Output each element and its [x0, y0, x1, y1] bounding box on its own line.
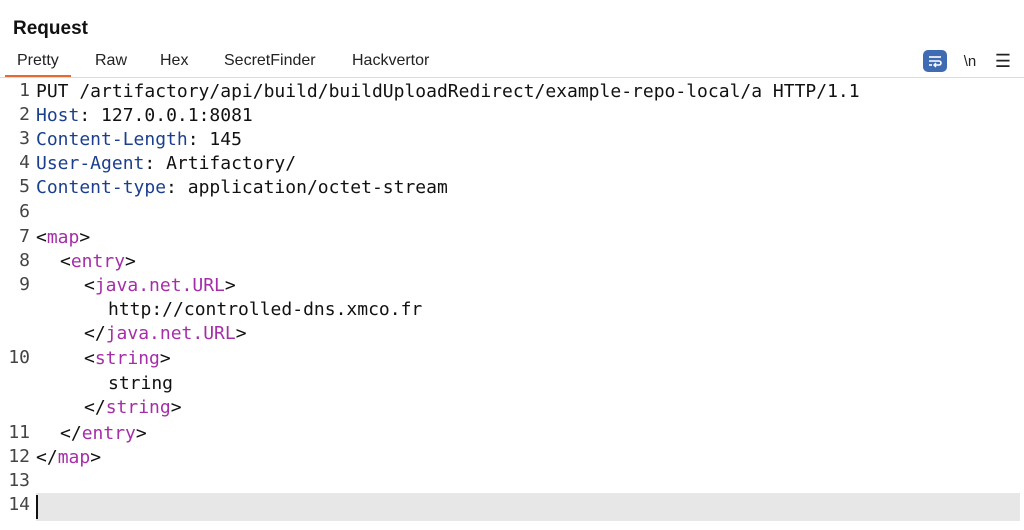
xml-string-close: </string> [84, 396, 182, 420]
header-value: 145 [209, 129, 242, 150]
xml-bracket: > [224, 275, 236, 296]
xml-bracket: > [170, 397, 182, 418]
xml-map-open: <map> [36, 226, 90, 250]
xml-bracket: < [84, 275, 95, 296]
header-name: Content-type [36, 177, 167, 198]
header-separator: : [144, 153, 167, 174]
xml-bracket: < [60, 251, 71, 272]
header-value: application/octet-stream [187, 177, 448, 198]
line-number: 7 [19, 226, 30, 247]
xml-bracket: </ [84, 323, 106, 344]
header-name: Content-Length [36, 129, 188, 150]
line-number: 3 [19, 128, 30, 149]
text-caret [36, 495, 38, 519]
xml-tag-name: string [105, 397, 171, 418]
line-number: 2 [19, 104, 30, 125]
line-number: 6 [19, 201, 30, 222]
xml-tag-name: entry [70, 251, 126, 272]
xml-url-value: http://controlled-dns.xmco.fr [108, 299, 423, 320]
hamburger-menu-icon[interactable]: ☰ [994, 50, 1012, 71]
tab-hex[interactable]: Hex [160, 52, 189, 69]
xml-tag-name: entry [81, 423, 136, 444]
xml-bracket: </ [84, 397, 106, 418]
line-number: 11 [8, 422, 30, 443]
header-value: 127.0.0.1:8081 [101, 105, 253, 126]
xml-bracket: > [235, 323, 247, 344]
header-line-content-length: Content-Length: 145 [36, 128, 242, 152]
xml-bracket: </ [60, 423, 82, 444]
xml-entry-open: <entry> [60, 250, 136, 274]
xml-string-value: string [108, 373, 174, 394]
line-number: 5 [19, 176, 30, 197]
header-name: Host [36, 105, 80, 126]
header-line-user-agent: User-Agent: Artifactory/ [36, 152, 296, 176]
request-line: PUT /artifactory/api/build/buildUploadRe… [36, 81, 860, 102]
xml-bracket: < [84, 348, 95, 369]
header-separator: : [166, 177, 188, 198]
line-number: 9 [19, 274, 30, 295]
line-number: 10 [8, 347, 30, 368]
tab-raw[interactable]: Raw [95, 52, 128, 69]
line-number: 14 [8, 494, 30, 515]
header-name: User-Agent [36, 153, 145, 174]
xml-bracket: < [36, 227, 47, 248]
tabs-divider [0, 77, 1024, 78]
xml-bracket: > [90, 447, 102, 468]
show-newlines-button[interactable]: \n [963, 52, 977, 70]
tab-secretfinder[interactable]: SecretFinder [224, 52, 316, 69]
request-editor[interactable]: 1 2 3 4 5 6 7 8 9 10 11 12 13 14 PUT /ar… [0, 80, 1024, 530]
xml-tag-name: string [94, 348, 160, 369]
xml-tag-name: java.net.URL [94, 275, 225, 296]
xml-url-close: </java.net.URL> [84, 322, 247, 346]
message-view-tabs: Pretty Raw Hex SecretFinder Hackvertor [0, 50, 1024, 78]
xml-tag-name: map [46, 227, 80, 248]
xml-url-open: <java.net.URL> [84, 274, 236, 298]
header-separator: : [187, 129, 210, 150]
header-line-content-type: Content-type: application/octet-stream [36, 176, 448, 200]
line-number: 4 [19, 152, 30, 173]
xml-bracket: </ [36, 447, 58, 468]
xml-tag-name: java.net.URL [105, 323, 236, 344]
xml-bracket: > [159, 348, 171, 369]
xml-bracket: > [125, 251, 136, 272]
xml-bracket: > [79, 227, 91, 248]
current-line-highlight [36, 493, 1020, 521]
header-value: Artifactory/ [166, 153, 297, 174]
tab-pretty[interactable]: Pretty [5, 52, 71, 78]
xml-tag-name: map [57, 447, 91, 468]
header-line-host: Host: 127.0.0.1:8081 [36, 104, 253, 128]
xml-entry-close: </entry> [60, 422, 147, 446]
line-number: 12 [8, 446, 30, 467]
line-number: 13 [8, 470, 30, 491]
xml-string-open: <string> [84, 347, 171, 371]
header-separator: : [79, 105, 102, 126]
word-wrap-icon[interactable] [923, 50, 947, 72]
xml-bracket: > [135, 423, 147, 444]
line-number: 8 [19, 250, 30, 271]
line-number: 1 [19, 80, 30, 101]
tab-hackvertor[interactable]: Hackvertor [352, 52, 430, 69]
panel-title: Request [13, 18, 88, 39]
xml-map-close: </map> [36, 446, 101, 470]
